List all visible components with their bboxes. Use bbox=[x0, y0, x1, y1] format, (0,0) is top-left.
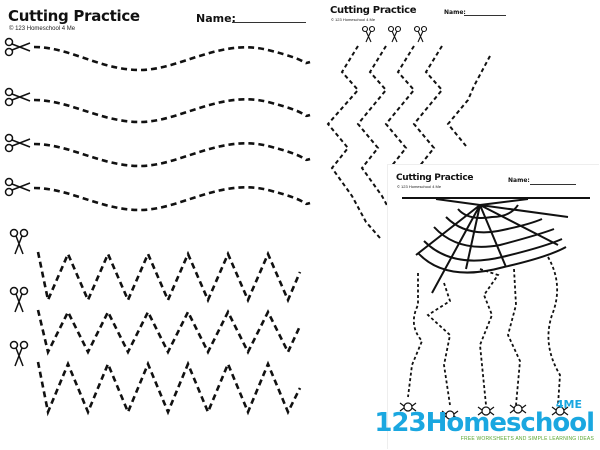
spider-icon bbox=[509, 404, 527, 414]
thread-1 bbox=[407, 273, 424, 398]
spider-icon bbox=[399, 402, 417, 412]
zigzag-line-2 bbox=[36, 309, 302, 356]
spider-row bbox=[399, 402, 569, 420]
worksheet-title: Cutting Practice bbox=[396, 173, 474, 183]
zigzag-diag-4 bbox=[412, 45, 444, 169]
name-line bbox=[232, 22, 306, 23]
thread-2 bbox=[426, 282, 452, 406]
worksheet-main: Cutting Practice © 123 Homeschool 4 Me N… bbox=[4, 7, 311, 417]
zigzag-line-1 bbox=[36, 250, 302, 305]
name-line bbox=[464, 15, 506, 16]
wavy-line-2 bbox=[33, 98, 311, 124]
name-line bbox=[530, 184, 576, 185]
zigzag-diag-1 bbox=[326, 45, 381, 239]
zigzag-diag-2 bbox=[356, 45, 397, 223]
worksheet-credit: © 123 Homeschool 4 Me bbox=[397, 184, 442, 189]
spider-web-icon bbox=[415, 198, 569, 294]
logo-wordmark: 123Homeschool bbox=[374, 408, 595, 438]
logo-tagline: FREE WORKSHEETS AND SIMPLE LEARNING IDEA… bbox=[460, 436, 594, 442]
worksheet-credit: © 123 Homeschool 4 Me bbox=[331, 17, 376, 22]
scissors-icon bbox=[9, 340, 29, 367]
spider-icon bbox=[551, 406, 569, 416]
worksheet-title: Cutting Practice bbox=[330, 5, 417, 16]
logo-number: 123 bbox=[374, 408, 426, 438]
scissors-icon bbox=[4, 177, 31, 197]
worksheet-spider: Cutting Practice © 123 Homeschool 4 Me N… bbox=[388, 165, 600, 450]
wavy-line-4 bbox=[33, 186, 311, 212]
scissors-icon bbox=[4, 87, 31, 107]
scissors-icon bbox=[9, 228, 29, 255]
scissors-icon bbox=[9, 286, 29, 313]
scissors-icon bbox=[4, 133, 31, 153]
spider-web-scene bbox=[399, 197, 590, 420]
scissors-icon bbox=[387, 25, 402, 43]
diagonal-zigzags bbox=[326, 25, 491, 239]
scissors-icon bbox=[361, 25, 376, 43]
spider-icon bbox=[441, 410, 459, 420]
logo-word: Homeschool bbox=[425, 408, 595, 438]
spider-icon bbox=[477, 406, 495, 416]
cutting-lines bbox=[4, 37, 311, 417]
wavy-line-3 bbox=[33, 142, 311, 168]
scissors-icon bbox=[413, 25, 428, 43]
name-label: Name: bbox=[196, 12, 236, 25]
brand-logo: 4ME 123Homeschool FREE WORKSHEETS AND SI… bbox=[374, 398, 595, 442]
name-label: Name: bbox=[444, 9, 466, 16]
thread-3 bbox=[479, 268, 500, 406]
scissors-icon bbox=[4, 37, 31, 57]
thread-5 bbox=[547, 256, 561, 406]
worksheet-credit: © 123 Homeschool 4 Me bbox=[9, 26, 76, 32]
zigzag-diag-5 bbox=[446, 55, 491, 147]
logo-superscript: 4ME bbox=[555, 398, 582, 411]
thread-4 bbox=[507, 268, 521, 406]
zigzag-line-3 bbox=[36, 360, 302, 417]
name-label: Name: bbox=[508, 177, 530, 184]
zigzag-diag-3 bbox=[384, 45, 416, 169]
wavy-line-1 bbox=[33, 45, 311, 72]
scissors-icon-row bbox=[4, 37, 31, 367]
worksheet-title: Cutting Practice bbox=[8, 7, 140, 25]
